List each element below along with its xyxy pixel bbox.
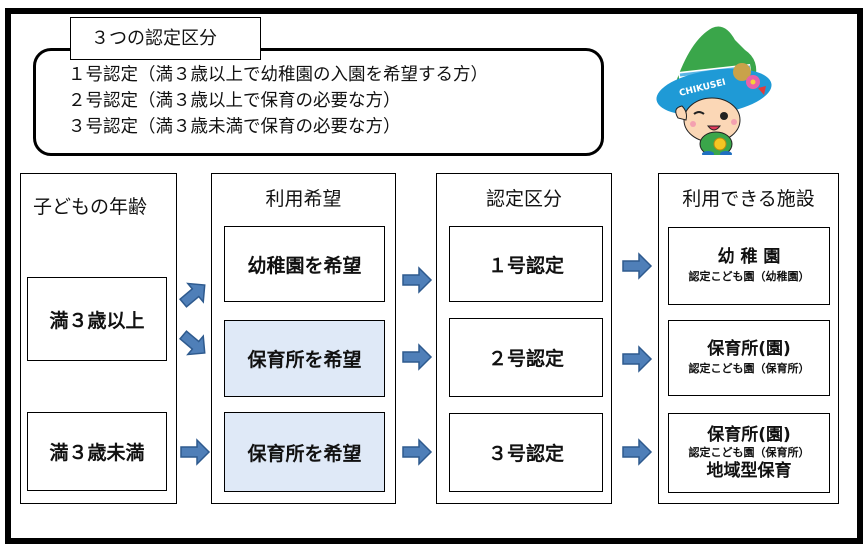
- age-box-3-and-over: 満３歳以上: [27, 277, 167, 361]
- facility-box-nursery: 保育所(園) 認定こども園（保育所）: [668, 320, 830, 396]
- wish-label: 保育所を希望: [247, 349, 362, 371]
- mascot-strawberry: [758, 86, 766, 95]
- arrow-right-icon: [622, 438, 653, 466]
- arrow-right-icon: [622, 252, 653, 280]
- facility-sub-label: 認定こども園（保育所）: [688, 446, 810, 459]
- mascot-fruit: [733, 63, 751, 81]
- wish-label: 幼稚園を希望: [247, 254, 362, 277]
- wish-box-nursery-2: 保育所を希望: [224, 412, 385, 492]
- arrow-right-icon: [180, 438, 211, 466]
- arrow-right-icon: [402, 266, 433, 294]
- wish-label: 保育所を希望: [247, 442, 362, 465]
- mascot-sunflower: [713, 137, 727, 151]
- legend-line-3: ３号認定（満３歳未満で保育の必要な方）: [68, 117, 401, 137]
- category-label: ３号認定: [487, 443, 564, 465]
- mascot-hand: [675, 105, 687, 121]
- arrow-up-right-icon: [179, 282, 206, 308]
- legend-list: １号認定（満３歳以上で幼稚園の入園を希望する方） ２号認定（満３歳以上で保育の必…: [68, 62, 488, 140]
- diagram-frame: [5, 8, 863, 544]
- column-age-title: 子どもの年齢: [33, 196, 148, 218]
- category-label: ２号認定: [487, 348, 564, 370]
- facility-main-label: 保育所(園): [707, 339, 791, 359]
- facility-sub-label: 認定こども園（幼稚園）: [688, 270, 810, 283]
- age-label: 満３歳未満: [49, 442, 145, 464]
- wish-box-nursery-1: 保育所を希望: [224, 320, 385, 397]
- arrow-right-icon: [402, 438, 433, 466]
- legend-line-2: ２号認定（満３歳以上で保育の必要な方）: [68, 91, 401, 111]
- facility-box-kindergarten: 幼 稚 園 認定こども園（幼稚園）: [668, 227, 830, 305]
- category-box-2: ２号認定: [449, 318, 603, 397]
- column-category-title: 認定区分: [485, 188, 562, 210]
- age-label: 満３歳以上: [49, 309, 145, 332]
- category-box-1: １号認定: [449, 226, 603, 302]
- facility-box-nursery-community: 保育所(園) 認定こども園（保育所） 地域型保育: [668, 413, 830, 493]
- legend-box: [33, 48, 604, 156]
- column-wish-title: 利用希望: [265, 188, 342, 210]
- wish-box-kindergarten: 幼稚園を希望: [224, 226, 385, 302]
- arrow-down-right-icon: [179, 330, 206, 356]
- arrow-right-icon: [402, 343, 433, 371]
- mascot-illustration: CHIKUSEI: [656, 26, 772, 155]
- facility-sub-label: 認定こども園（保育所）: [688, 362, 810, 375]
- legend-title: ３つの認定区分: [70, 17, 261, 60]
- facility-main-label: 保育所(園): [707, 425, 791, 445]
- facility-main-label: 幼 稚 園: [717, 247, 781, 267]
- category-label: １号認定: [487, 254, 564, 277]
- age-box-under-3: 満３歳未満: [27, 412, 167, 491]
- arrow-right-icon: [622, 345, 653, 373]
- facility-extra-label: 地域型保育: [706, 461, 792, 481]
- legend-line-1: １号認定（満３歳以上で幼稚園の入園を希望する方）: [68, 65, 488, 85]
- category-box-3: ３号認定: [449, 413, 603, 492]
- column-facility-title: 利用できる施設: [682, 188, 815, 210]
